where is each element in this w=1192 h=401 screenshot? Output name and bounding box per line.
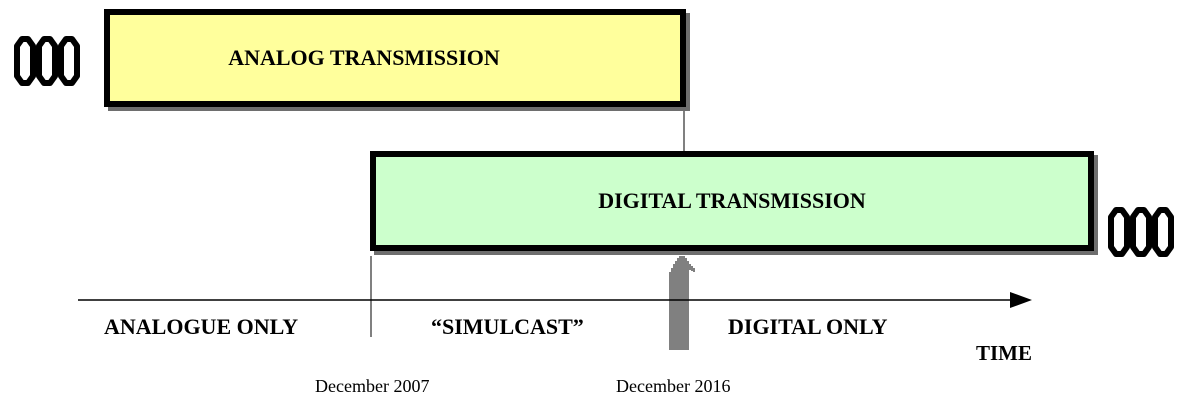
signal-wave-icon xyxy=(1108,207,1174,257)
time-axis-label: TIME xyxy=(976,341,1033,365)
period-digital-only: DIGITAL ONLY xyxy=(728,314,888,339)
date-december-2007: December 2007 xyxy=(315,376,430,396)
switchover-arrow xyxy=(669,256,695,350)
analog-transmission-label: ANALOG TRANSMISSION xyxy=(228,45,500,70)
digital-transmission-label: DIGITAL TRANSMISSION xyxy=(598,188,866,213)
signal-wave-icon xyxy=(14,36,80,86)
date-december-2016: December 2016 xyxy=(616,376,731,396)
period-simulcast: “SIMULCAST” xyxy=(431,314,584,339)
period-analogue-only: ANALOGUE ONLY xyxy=(104,314,299,339)
time-axis-arrowhead xyxy=(1010,292,1032,308)
digital-transmission-box: DIGITAL TRANSMISSION xyxy=(370,151,1094,251)
analog-transmission-box: ANALOG TRANSMISSION xyxy=(104,9,686,107)
